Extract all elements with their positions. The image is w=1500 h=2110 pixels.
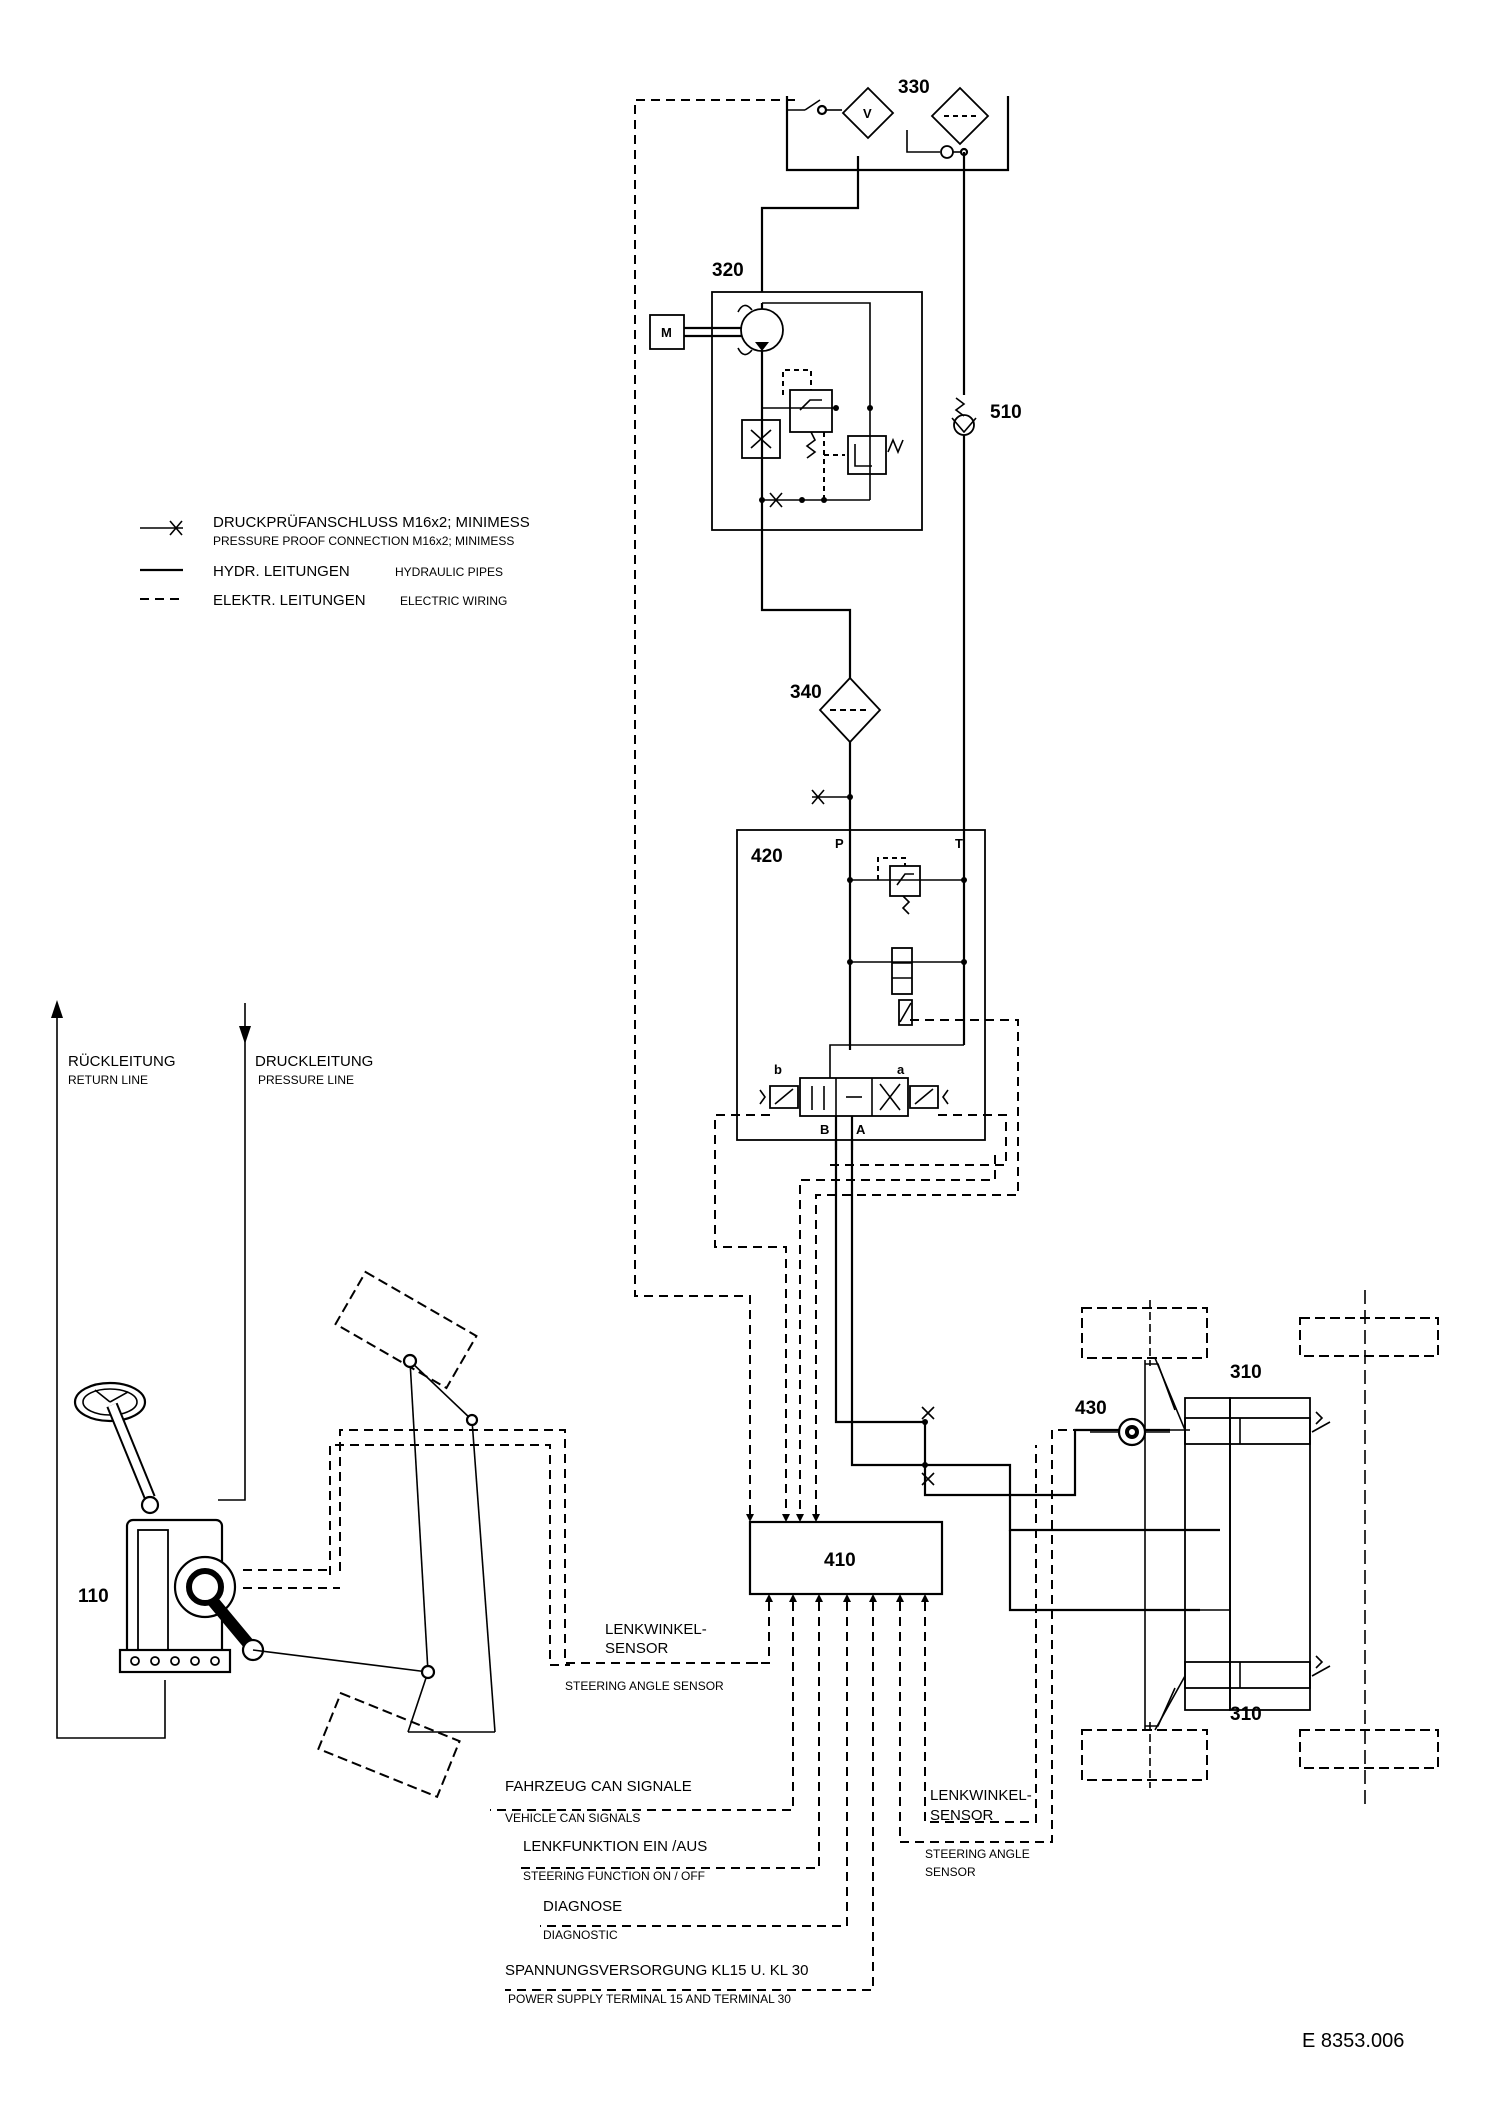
component-340-label: 340 [790, 682, 822, 703]
diagnostic-en: DIAGNOSTIC [543, 1928, 618, 1942]
power-supply-de: SPANNUNGSVERSORGUNG KL15 U. KL 30 [505, 1962, 808, 1979]
port-p-label: P [835, 836, 844, 851]
electric-wiring [634, 99, 1019, 1520]
steering-sensor-right-en2: SENSOR [925, 1865, 976, 1879]
component-320-label: 320 [712, 260, 744, 281]
tank-330: V 330 [785, 77, 1010, 172]
motor-label: M [661, 325, 672, 340]
ecu-410: 410 [746, 1514, 944, 1602]
rear-axle: 430 310 310 [1075, 1290, 1439, 1805]
directional-valve-icon [799, 1077, 909, 1117]
component-420-label: 420 [751, 846, 783, 867]
port-b-bottom-label: B [820, 1122, 829, 1137]
component-310-top-label: 310 [1230, 1362, 1262, 1383]
component-510-label: 510 [990, 402, 1022, 423]
diagnostic-de: DIAGNOSE [543, 1898, 622, 1915]
front-axle [252, 1270, 496, 1799]
component-110-label: 110 [78, 1586, 109, 1607]
legend-pressure-connection-de: DRUCKPRÜFANSCHLUSS M16x2; MINIMESS [213, 513, 530, 531]
pressure-line-de: DRUCKLEITUNG [255, 1053, 373, 1070]
check-valve-icon [940, 145, 954, 159]
port-a-top-label: a [897, 1062, 905, 1077]
port-a-bottom-label: A [856, 1122, 866, 1137]
return-line-de: RÜCKLEITUNG [68, 1052, 176, 1070]
pressure-line-en: PRESSURE LINE [258, 1073, 354, 1087]
check-valve-510: 510 [951, 152, 1022, 1045]
valve-block-420: 420 P T b a B A [736, 829, 986, 1150]
pump-unit-320: 320 M [649, 260, 923, 531]
steering-on-off-de: LENKFUNKTION EIN /AUS [523, 1838, 707, 1855]
steering-sensor-right-en1: STEERING ANGLE [925, 1847, 1030, 1861]
steering-sensor-left-de2: SENSOR [605, 1640, 669, 1657]
level-sensor-icon [841, 86, 895, 140]
steering-gear-110: 110 [73, 1381, 265, 1674]
power-supply-en: POWER SUPPLY TERMINAL 15 AND TERMINAL 30 [508, 1992, 791, 2006]
steering-sensor-left-en: STEERING ANGLE SENSOR [565, 1679, 724, 1693]
legend-hydraulic-pipes-en: HYDRAULIC PIPES [395, 565, 503, 579]
relief-valve-icon [789, 389, 833, 433]
vehicle-can-en: VEHICLE CAN SIGNALS [505, 1811, 640, 1825]
legend-electric-wiring-de: ELEKTR. LEITUNGEN [213, 592, 366, 609]
steering-sensor-right-de2: SENSOR [930, 1807, 994, 1824]
diagram-id: E 8353.006 [1302, 2030, 1404, 2052]
component-410-label: 410 [824, 1550, 856, 1571]
pressure-valve-icon [847, 435, 887, 475]
signal-labels: LENKWINKEL- SENSOR STEERING ANGLE SENSOR… [505, 1621, 1032, 2006]
return-line-en: RETURN LINE [68, 1073, 148, 1087]
filter-v-label: V [863, 106, 872, 121]
flow-control-icon [741, 419, 781, 459]
steering-sensor-right-de1: LENKWINKEL- [930, 1787, 1032, 1804]
port-b-top-label: b [774, 1062, 782, 1077]
supply-lines: RÜCKLEITUNG RETURN LINE DRUCKLEITUNG PRE… [51, 1000, 373, 1739]
vehicle-can-de: FAHRZEUG CAN SIGNALE [505, 1778, 692, 1795]
legend-electric-wiring-en: ELECTRIC WIRING [400, 594, 507, 608]
port-t-label: T [955, 836, 963, 851]
legend-hydraulic-pipes-de: HYDR. LEITUNGEN [213, 563, 350, 580]
legend: DRUCKPRÜFANSCHLUSS M16x2; MINIMESS PRESS… [140, 513, 530, 609]
steering-sensor-left-de1: LENKWINKEL- [605, 1621, 707, 1638]
component-310-bottom-label: 310 [1230, 1704, 1262, 1725]
angle-sensor-icon [1117, 1417, 1147, 1447]
return-filter-icon [930, 86, 990, 146]
legend-pressure-connection-en: PRESSURE PROOF CONNECTION M16x2; MINIMES… [213, 534, 514, 548]
motor-icon [649, 314, 685, 350]
filter-340: 340 [790, 676, 882, 744]
steering-on-off-en: STEERING FUNCTION ON / OFF [523, 1869, 705, 1883]
component-330-label: 330 [898, 77, 930, 98]
component-430-label: 430 [1075, 1398, 1107, 1419]
